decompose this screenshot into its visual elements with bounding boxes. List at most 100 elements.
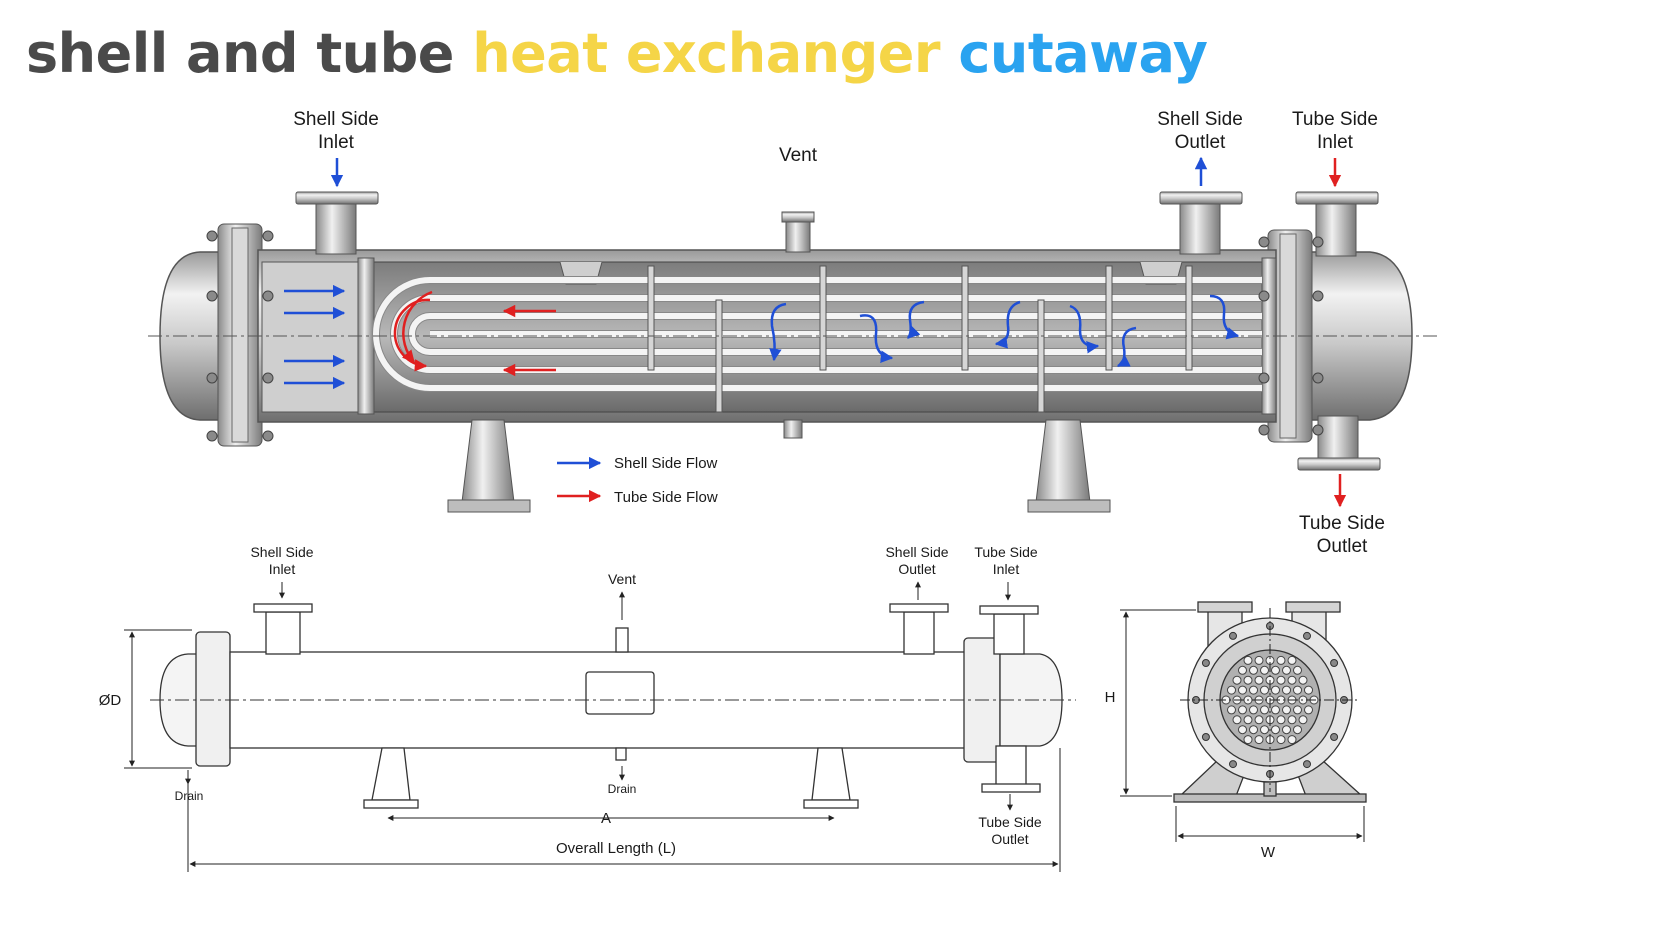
- tube-hole: [1249, 685, 1258, 695]
- tube-hole: [1282, 725, 1291, 735]
- tube-hole: [1254, 735, 1264, 745]
- tube-hole: [1282, 665, 1291, 675]
- side-elevation-drawing: [150, 603, 1076, 809]
- title-part-gray: shell and tube: [26, 22, 454, 85]
- tube-hole: [1304, 685, 1313, 695]
- dim-a: A: [601, 810, 611, 827]
- tube-hole: [1254, 715, 1264, 725]
- tube-hole: [1276, 715, 1286, 725]
- baffles: [647, 265, 1193, 413]
- dwg-drain-mid: Drain: [608, 782, 637, 796]
- label-tube-inlet-1: Tube Side: [1292, 109, 1378, 130]
- drain-nozzle: [783, 419, 803, 439]
- tube-hole: [1287, 675, 1297, 685]
- flange-bolts: [206, 230, 1324, 442]
- dimension-lines: [124, 581, 1061, 872]
- tube-hole: [1271, 725, 1280, 735]
- tube-hole: [1293, 705, 1302, 715]
- label-tube-outlet-2: Outlet: [1317, 536, 1368, 557]
- flange-bolt: [1330, 659, 1339, 667]
- tube-hole: [1238, 665, 1247, 675]
- tube-hole: [1232, 715, 1242, 725]
- tube-outlet-nozzle: [1297, 415, 1381, 471]
- tube-hole: [1243, 735, 1253, 745]
- tube-hole: [1276, 655, 1286, 665]
- shell-flow-arrows: [284, 284, 1240, 390]
- cutaway-view: Shell Side Inlet Vent Shell Side Outlet …: [148, 109, 1440, 557]
- dwg-tube-outlet-2: Outlet: [991, 831, 1028, 847]
- drawing-labels: Shell Side Inlet Vent Shell Side Outlet …: [99, 544, 1276, 861]
- tube-hole: [1282, 705, 1291, 715]
- label-shell-inlet-1: Shell Side: [293, 109, 379, 130]
- left-saddle: [447, 419, 531, 513]
- dwg-shell-outlet-1: Shell Side: [885, 544, 948, 560]
- legend: Shell Side Flow Tube Side Flow: [557, 455, 718, 506]
- tube-hole: [1287, 715, 1297, 725]
- tube-hole: [1276, 735, 1286, 745]
- dim-overall-length: Overall Length (L): [556, 840, 676, 857]
- tube-flow-arrows: [393, 290, 556, 377]
- tube-hole: [1227, 685, 1236, 695]
- tube-hole: [1293, 665, 1302, 675]
- dim-width: W: [1261, 844, 1276, 861]
- flange-bolt: [1303, 760, 1311, 769]
- tube-hole: [1238, 725, 1247, 735]
- legend-shell-flow: Shell Side Flow: [614, 455, 718, 472]
- page-title: shell and tube heat exchanger cutaway: [26, 22, 1208, 85]
- shell-outlet-nozzle: [1159, 191, 1243, 255]
- tube-hole: [1238, 685, 1247, 695]
- flange-bolt: [1330, 733, 1339, 741]
- label-vent: Vent: [779, 145, 818, 166]
- label-shell-inlet-2: Inlet: [318, 132, 355, 153]
- tube-hole: [1293, 685, 1302, 695]
- tube-hole: [1271, 705, 1280, 715]
- tube-hole: [1243, 675, 1253, 685]
- flange-bolt: [1229, 760, 1237, 769]
- tube-hole: [1282, 685, 1291, 695]
- end-view-dims: [1120, 608, 1365, 842]
- tube-hole: [1293, 725, 1302, 735]
- tube-hole: [1287, 655, 1297, 665]
- tube-hole: [1243, 655, 1253, 665]
- tube-hole: [1232, 675, 1242, 685]
- tube-hole: [1276, 675, 1286, 685]
- tube-hole: [1254, 675, 1264, 685]
- title-part-blue: cutaway: [958, 22, 1208, 85]
- dwg-shell-inlet-1: Shell Side: [250, 544, 313, 560]
- tube-hole: [1238, 705, 1247, 715]
- label-tube-outlet-1: Tube Side: [1299, 513, 1385, 534]
- tube-hole: [1271, 665, 1280, 675]
- tube-hole: [1298, 675, 1308, 685]
- label-shell-outlet-1: Shell Side: [1157, 109, 1243, 130]
- tube-inlet-nozzle: [1295, 191, 1379, 257]
- dim-height: H: [1105, 689, 1116, 706]
- dwg-tube-outlet-1: Tube Side: [978, 814, 1042, 830]
- flange-bolt: [1229, 631, 1237, 640]
- tube-hole: [1227, 705, 1236, 715]
- tube-hole: [1287, 735, 1297, 745]
- tube-hole: [1271, 685, 1280, 695]
- shell-inlet-nozzle: [295, 191, 379, 255]
- flange-bolt: [1303, 631, 1311, 640]
- dwg-drain-left: Drain: [175, 789, 204, 803]
- dwg-tube-inlet-2: Inlet: [993, 561, 1020, 577]
- tube-hole: [1304, 705, 1313, 715]
- vent-nozzle: [781, 211, 815, 253]
- tube-hole: [1298, 715, 1308, 725]
- title-part-yellow: heat exchanger: [472, 22, 941, 85]
- label-shell-outlet-2: Outlet: [1175, 132, 1226, 153]
- tube-hole: [1260, 705, 1269, 715]
- dwg-shell-inlet-2: Inlet: [269, 561, 296, 577]
- tube-hole: [1243, 715, 1253, 725]
- tube-hole: [1249, 725, 1258, 735]
- tube-hole: [1254, 655, 1264, 665]
- tube-hole: [1249, 705, 1258, 715]
- flange-bolt: [1201, 733, 1210, 741]
- dwg-tube-inlet-1: Tube Side: [974, 544, 1038, 560]
- tube-hole: [1260, 725, 1269, 735]
- dwg-vent: Vent: [608, 571, 636, 587]
- right-saddle: [1027, 419, 1111, 513]
- label-tube-inlet-2: Inlet: [1317, 132, 1354, 153]
- tube-hole: [1260, 665, 1269, 675]
